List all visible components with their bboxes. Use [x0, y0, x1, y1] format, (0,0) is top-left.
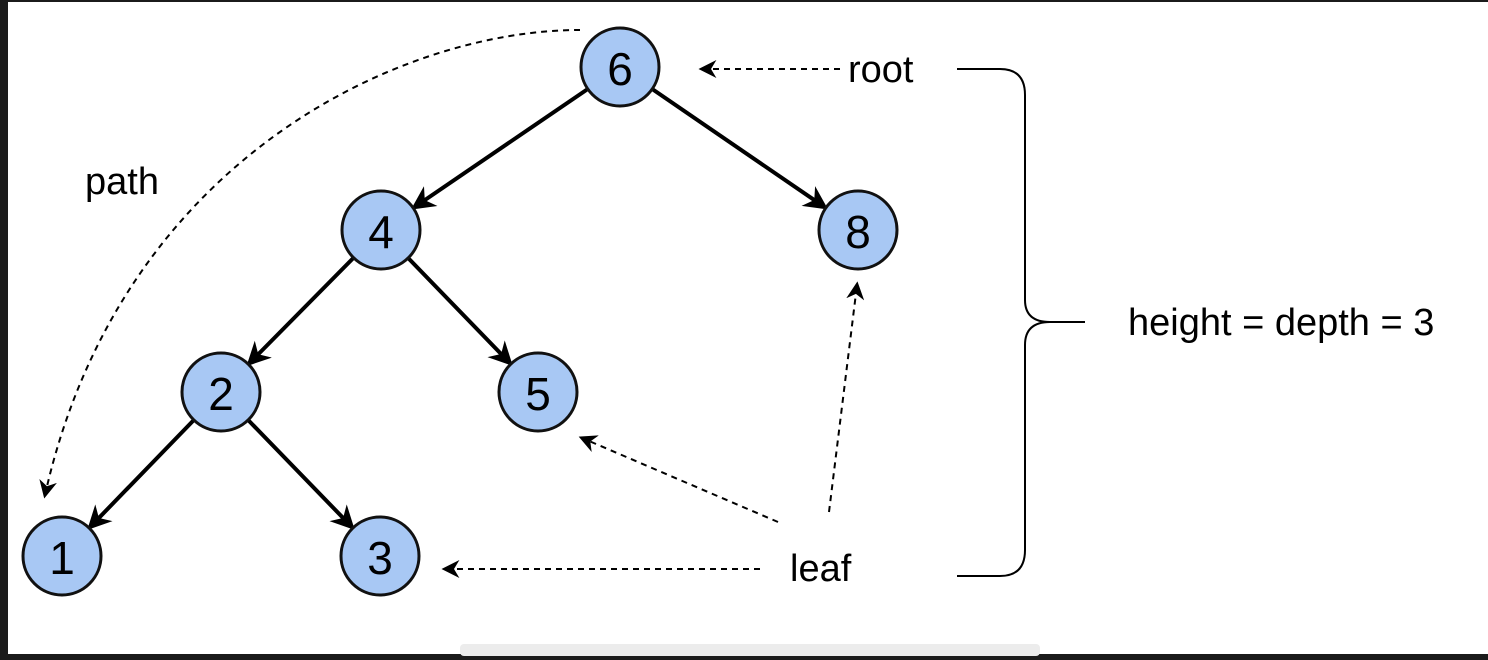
node-1: 1: [21, 515, 103, 597]
node-label: 8: [845, 206, 871, 258]
leaf-label: leaf: [790, 548, 852, 590]
edge-6-8: [651, 87, 829, 210]
node-circle: [340, 189, 422, 271]
node-label: 4: [368, 206, 394, 258]
node-circle: [579, 26, 661, 108]
node-2: 2: [180, 351, 262, 433]
node-4: 4: [340, 189, 422, 271]
edge-6-4: [410, 87, 589, 210]
bottom-scroll-tab: [460, 644, 1040, 656]
path-arrow: [39, 29, 581, 499]
node-3: 3: [339, 515, 421, 597]
leaf-arrow-5: [578, 435, 779, 523]
node-label: 6: [607, 43, 633, 95]
node-circle: [21, 515, 103, 597]
node-8: 8: [817, 189, 899, 271]
edge-2-1: [87, 418, 196, 531]
node-5: 5: [497, 351, 579, 433]
edge-4-5: [406, 256, 513, 367]
path-label: path: [85, 161, 159, 203]
height-depth-label: height = depth = 3: [1128, 302, 1434, 344]
node-label: 1: [49, 532, 75, 584]
node-label: 2: [208, 368, 234, 420]
tree-nodes: 6 4 8 2 5 1 3: [21, 26, 899, 597]
diagram-panel: [8, 2, 1488, 654]
node-6: 6: [579, 26, 661, 108]
edge-2-3: [246, 418, 355, 531]
node-label: 3: [367, 532, 393, 584]
height-brace: [957, 68, 1085, 577]
annotation-arrows: [39, 29, 865, 578]
node-circle: [497, 351, 579, 433]
node-label: 5: [525, 368, 551, 420]
tree-edges: [87, 87, 829, 531]
edge-4-2: [246, 256, 356, 367]
root-label: root: [848, 49, 914, 91]
node-circle: [817, 189, 899, 271]
node-circle: [180, 351, 262, 433]
node-circle: [339, 515, 421, 597]
leaf-arrow-8: [828, 281, 865, 513]
